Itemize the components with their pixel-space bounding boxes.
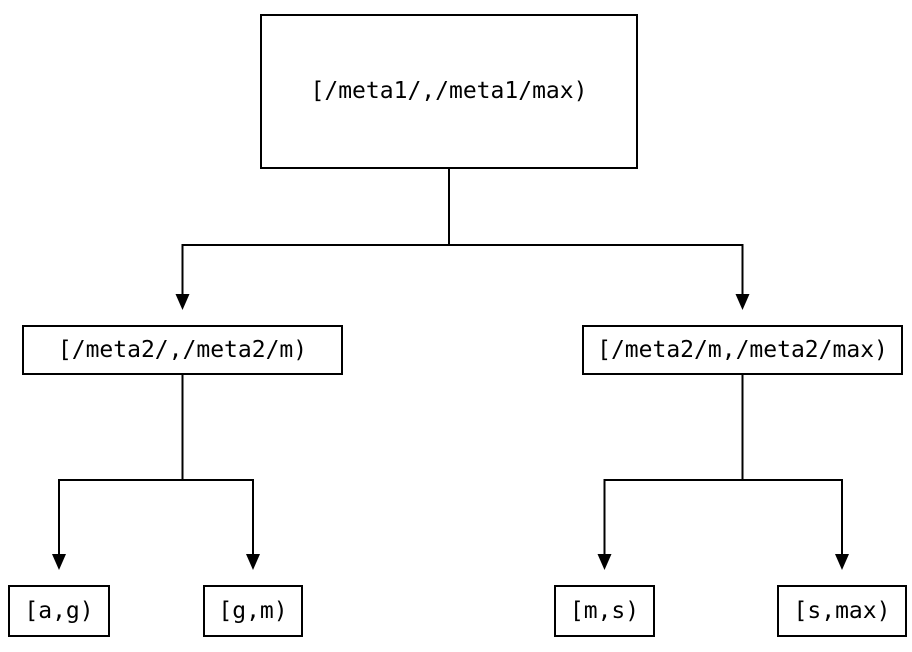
arrow-down-icon — [175, 294, 190, 310]
node-label: [g,m) — [218, 597, 288, 624]
node-label: [/meta2/m,/meta2/max) — [597, 336, 888, 363]
node-label: [m,s) — [569, 597, 640, 624]
node-leaf-s-max: [s,max) — [777, 585, 907, 637]
node-meta2-upper-range: [/meta2/m,/meta2/max) — [582, 325, 903, 375]
node-label: [a,g) — [24, 597, 94, 624]
node-root-meta1-range: [/meta1/,/meta1/max) — [260, 14, 638, 169]
node-label: [s,max) — [793, 597, 891, 624]
node-leaf-g-m: [g,m) — [203, 585, 303, 637]
arrow-down-icon — [52, 554, 66, 570]
arrow-down-icon — [735, 294, 750, 310]
node-leaf-m-s: [m,s) — [554, 585, 655, 637]
node-leaf-a-g: [a,g) — [8, 585, 110, 637]
arrow-down-icon — [835, 554, 849, 570]
arrow-down-icon — [246, 554, 260, 570]
node-label: [/meta1/,/meta1/max) — [310, 78, 588, 104]
node-label: [/meta2/,/meta2/m) — [57, 336, 308, 363]
node-meta2-lower-range: [/meta2/,/meta2/m) — [22, 325, 343, 375]
arrow-down-icon — [597, 554, 612, 570]
